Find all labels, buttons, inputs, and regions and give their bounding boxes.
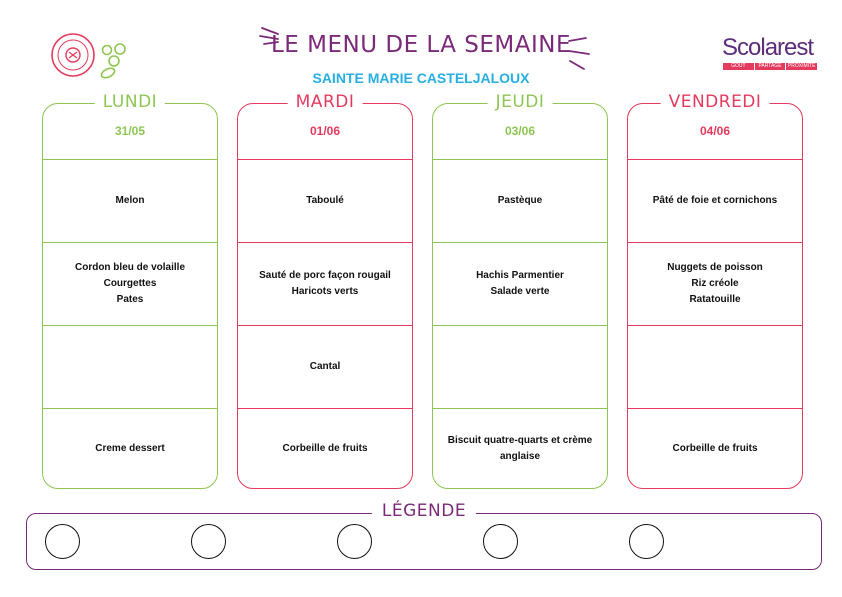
day-date: 01/06 [309, 124, 341, 138]
row-divider [628, 242, 802, 243]
logo-tagline-word: GOUT [723, 63, 754, 70]
row-divider [433, 325, 607, 326]
day-name: VENDREDI [660, 92, 770, 112]
legend-circle-icon [337, 524, 372, 559]
menu-item: Haricots verts [291, 285, 359, 297]
menu-item: anglaise [499, 451, 541, 462]
day-name: LUNDI [94, 92, 166, 112]
right-accent-icon [568, 37, 590, 70]
day-column-tuesday: MARDI 01/06 Taboulé Sauté de porc façon … [237, 92, 413, 490]
menu-item: Pates [116, 293, 144, 305]
menu-item: Courgettes [103, 277, 157, 289]
menu-item: Corbeille de fruits [282, 443, 368, 454]
logo-tagline: GOUT PARTAGE PROXIMITE [723, 63, 818, 70]
menu-item: Riz créole [691, 277, 739, 289]
row-divider [43, 242, 217, 243]
menu-cell-dairy [628, 325, 802, 408]
menu-cell-main: Hachis Parmentier Salade verte [433, 242, 607, 325]
row-divider [43, 159, 217, 160]
menu-item: Corbeille de fruits [672, 443, 758, 454]
menu-item: Nuggets de poisson [667, 261, 763, 273]
menu-cell-main: Nuggets de poisson Riz créole Ratatouill… [628, 242, 802, 325]
row-divider [433, 159, 607, 160]
menu-item: Biscuit quatre-quarts et crème [447, 435, 593, 446]
menu-item: Taboulé [306, 194, 344, 206]
menu-item: Pastèque [497, 194, 543, 206]
page-title: LE MENU DE LA SEMAINE [270, 32, 572, 58]
peas-icon [100, 43, 126, 79]
menu-item: Pâté de foie et cornichons [652, 194, 778, 206]
menu-item: Cordon bleu de volaille [74, 261, 185, 273]
menu-item: Ratatouille [689, 293, 741, 305]
stamp-logo-icon [51, 33, 95, 77]
menu-cell-starter: Melon [43, 159, 217, 242]
menu-cell-dairy [43, 325, 217, 408]
legend-circle-icon [483, 524, 518, 559]
row-divider [238, 242, 412, 243]
day-date: 04/06 [699, 124, 731, 138]
day-column-monday: LUNDI 31/05 Melon Cordon bleu de volaill… [42, 92, 218, 490]
row-divider [238, 159, 412, 160]
menu-cell-dessert: Corbeille de fruits [238, 408, 412, 490]
menu-item: Creme dessert [95, 443, 165, 454]
row-divider [238, 325, 412, 326]
menu-cell-starter: Pâté de foie et cornichons [628, 159, 802, 242]
menu-cell-starter: Pastèque [433, 159, 607, 242]
menu-item: Melon [115, 194, 145, 206]
menu-cell-starter: Taboulé [238, 159, 412, 242]
scolarest-logo: Scolarest GOUT PARTAGE PROXIMITE [722, 34, 820, 74]
school-name: SAINTE MARIE CASTELJALOUX [312, 70, 530, 86]
menu-cell-dessert: Biscuit quatre-quarts et crème anglaise [433, 408, 607, 490]
day-date: 31/05 [114, 124, 146, 138]
menu-cell-dessert: Corbeille de fruits [628, 408, 802, 490]
day-name: MARDI [287, 92, 363, 112]
menu-item: Sauté de porc façon rougail [259, 269, 391, 281]
row-divider [238, 408, 412, 409]
logo-tagline-word: PROXIMITE [786, 63, 818, 70]
row-divider [628, 408, 802, 409]
row-divider [43, 408, 217, 409]
menu-cell-main: Sauté de porc façon rougail Haricots ver… [238, 242, 412, 325]
menu-item: Cantal [309, 360, 341, 372]
row-divider [433, 408, 607, 409]
legend-circle-icon [191, 524, 226, 559]
menu-cell-main: Cordon bleu de volaille Courgettes Pates [43, 242, 217, 325]
row-divider [628, 325, 802, 326]
logo-tagline-word: PARTAGE [754, 63, 786, 70]
day-column-friday: VENDREDI 04/06 Pâté de foie et cornichon… [627, 92, 803, 490]
legend-circle-icon [629, 524, 664, 559]
menu-item: Hachis Parmentier [476, 269, 564, 281]
day-column-thursday: JEUDI 03/06 Pastèque Hachis Parmentier S… [432, 92, 608, 490]
legend-title: LÉGENDE [371, 501, 477, 521]
menu-cell-dairy: Cantal [238, 325, 412, 408]
row-divider [628, 159, 802, 160]
menu-cell-dairy [433, 325, 607, 408]
left-accent-icon [259, 27, 279, 45]
legend-circle-icon [45, 524, 80, 559]
menu-cell-dessert: Creme dessert [43, 408, 217, 490]
row-divider [43, 325, 217, 326]
legend-box: LÉGENDE [26, 501, 822, 570]
logo-name: Scolarest [722, 34, 814, 61]
day-date: 03/06 [504, 124, 536, 138]
day-name: JEUDI [487, 92, 553, 112]
row-divider [433, 242, 607, 243]
menu-item: Salade verte [490, 285, 550, 297]
